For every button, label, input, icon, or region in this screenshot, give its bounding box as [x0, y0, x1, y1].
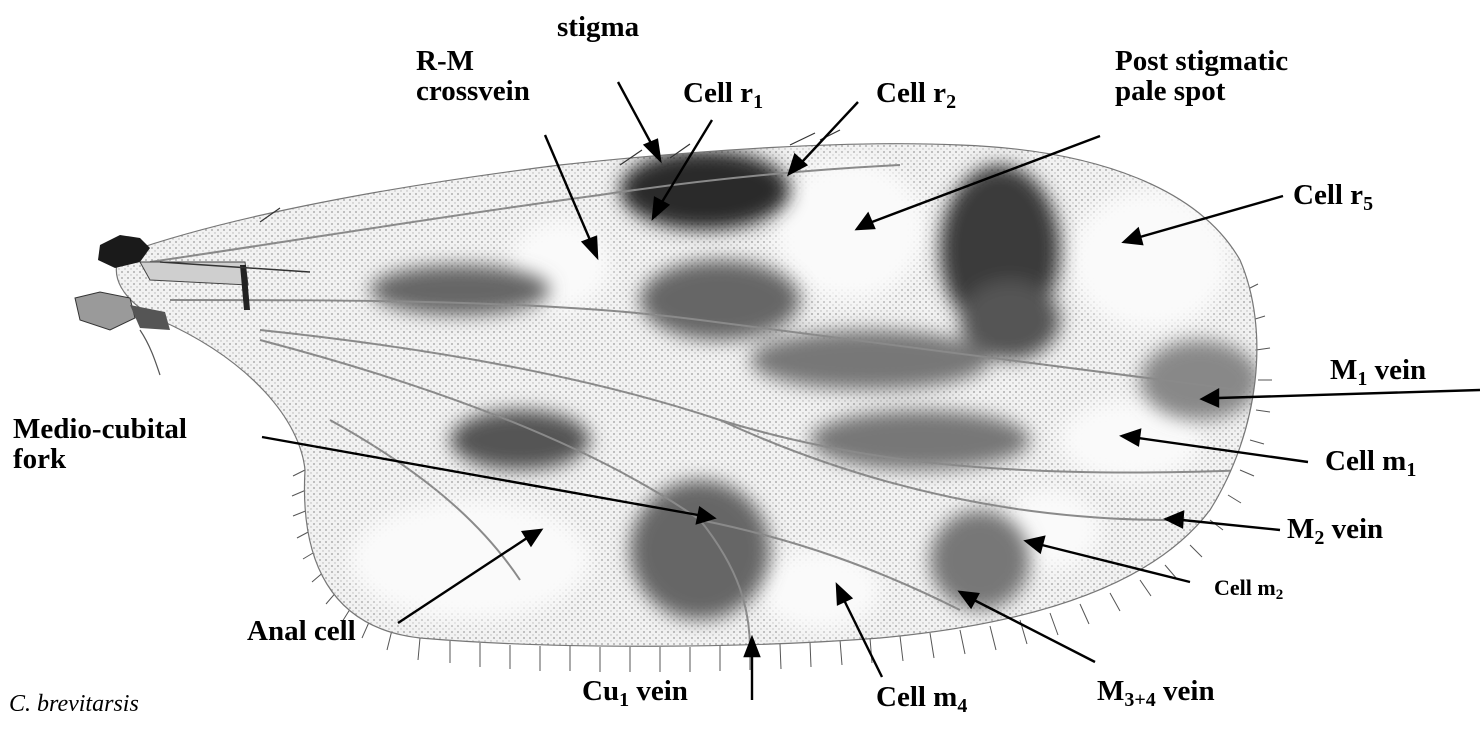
label-cell-m4: Cell m4: [876, 682, 967, 712]
label-m34-vein: M3+4 vein: [1097, 676, 1215, 706]
label-post-stigmatic-pale-spot: Post stigmatic pale spot: [1115, 46, 1288, 107]
label-cell-m1: Cell m1: [1325, 446, 1416, 476]
label-stigma: stigma: [557, 12, 639, 42]
label-cu1-vein: Cu1 vein: [582, 676, 688, 706]
label-rm-crossvein: R-M crossvein: [416, 46, 530, 107]
species-caption: C. brevitarsis: [9, 691, 139, 718]
m1-vein-arrow: [1218, 390, 1480, 398]
label-cell-r2: Cell r2: [876, 78, 956, 108]
label-cell-r1: Cell r1: [683, 78, 763, 108]
label-cell-r5: Cell r5: [1293, 180, 1373, 210]
label-m2-vein: M2 vein: [1287, 514, 1383, 544]
label-anal-cell: Anal cell: [247, 616, 356, 646]
label-medio-cubital-fork: Medio-cubital fork: [13, 414, 187, 475]
label-m1-vein: M1 vein: [1330, 355, 1426, 385]
label-cell-m2: Cell m2: [1214, 576, 1283, 600]
stigma-arrow: [618, 82, 652, 145]
